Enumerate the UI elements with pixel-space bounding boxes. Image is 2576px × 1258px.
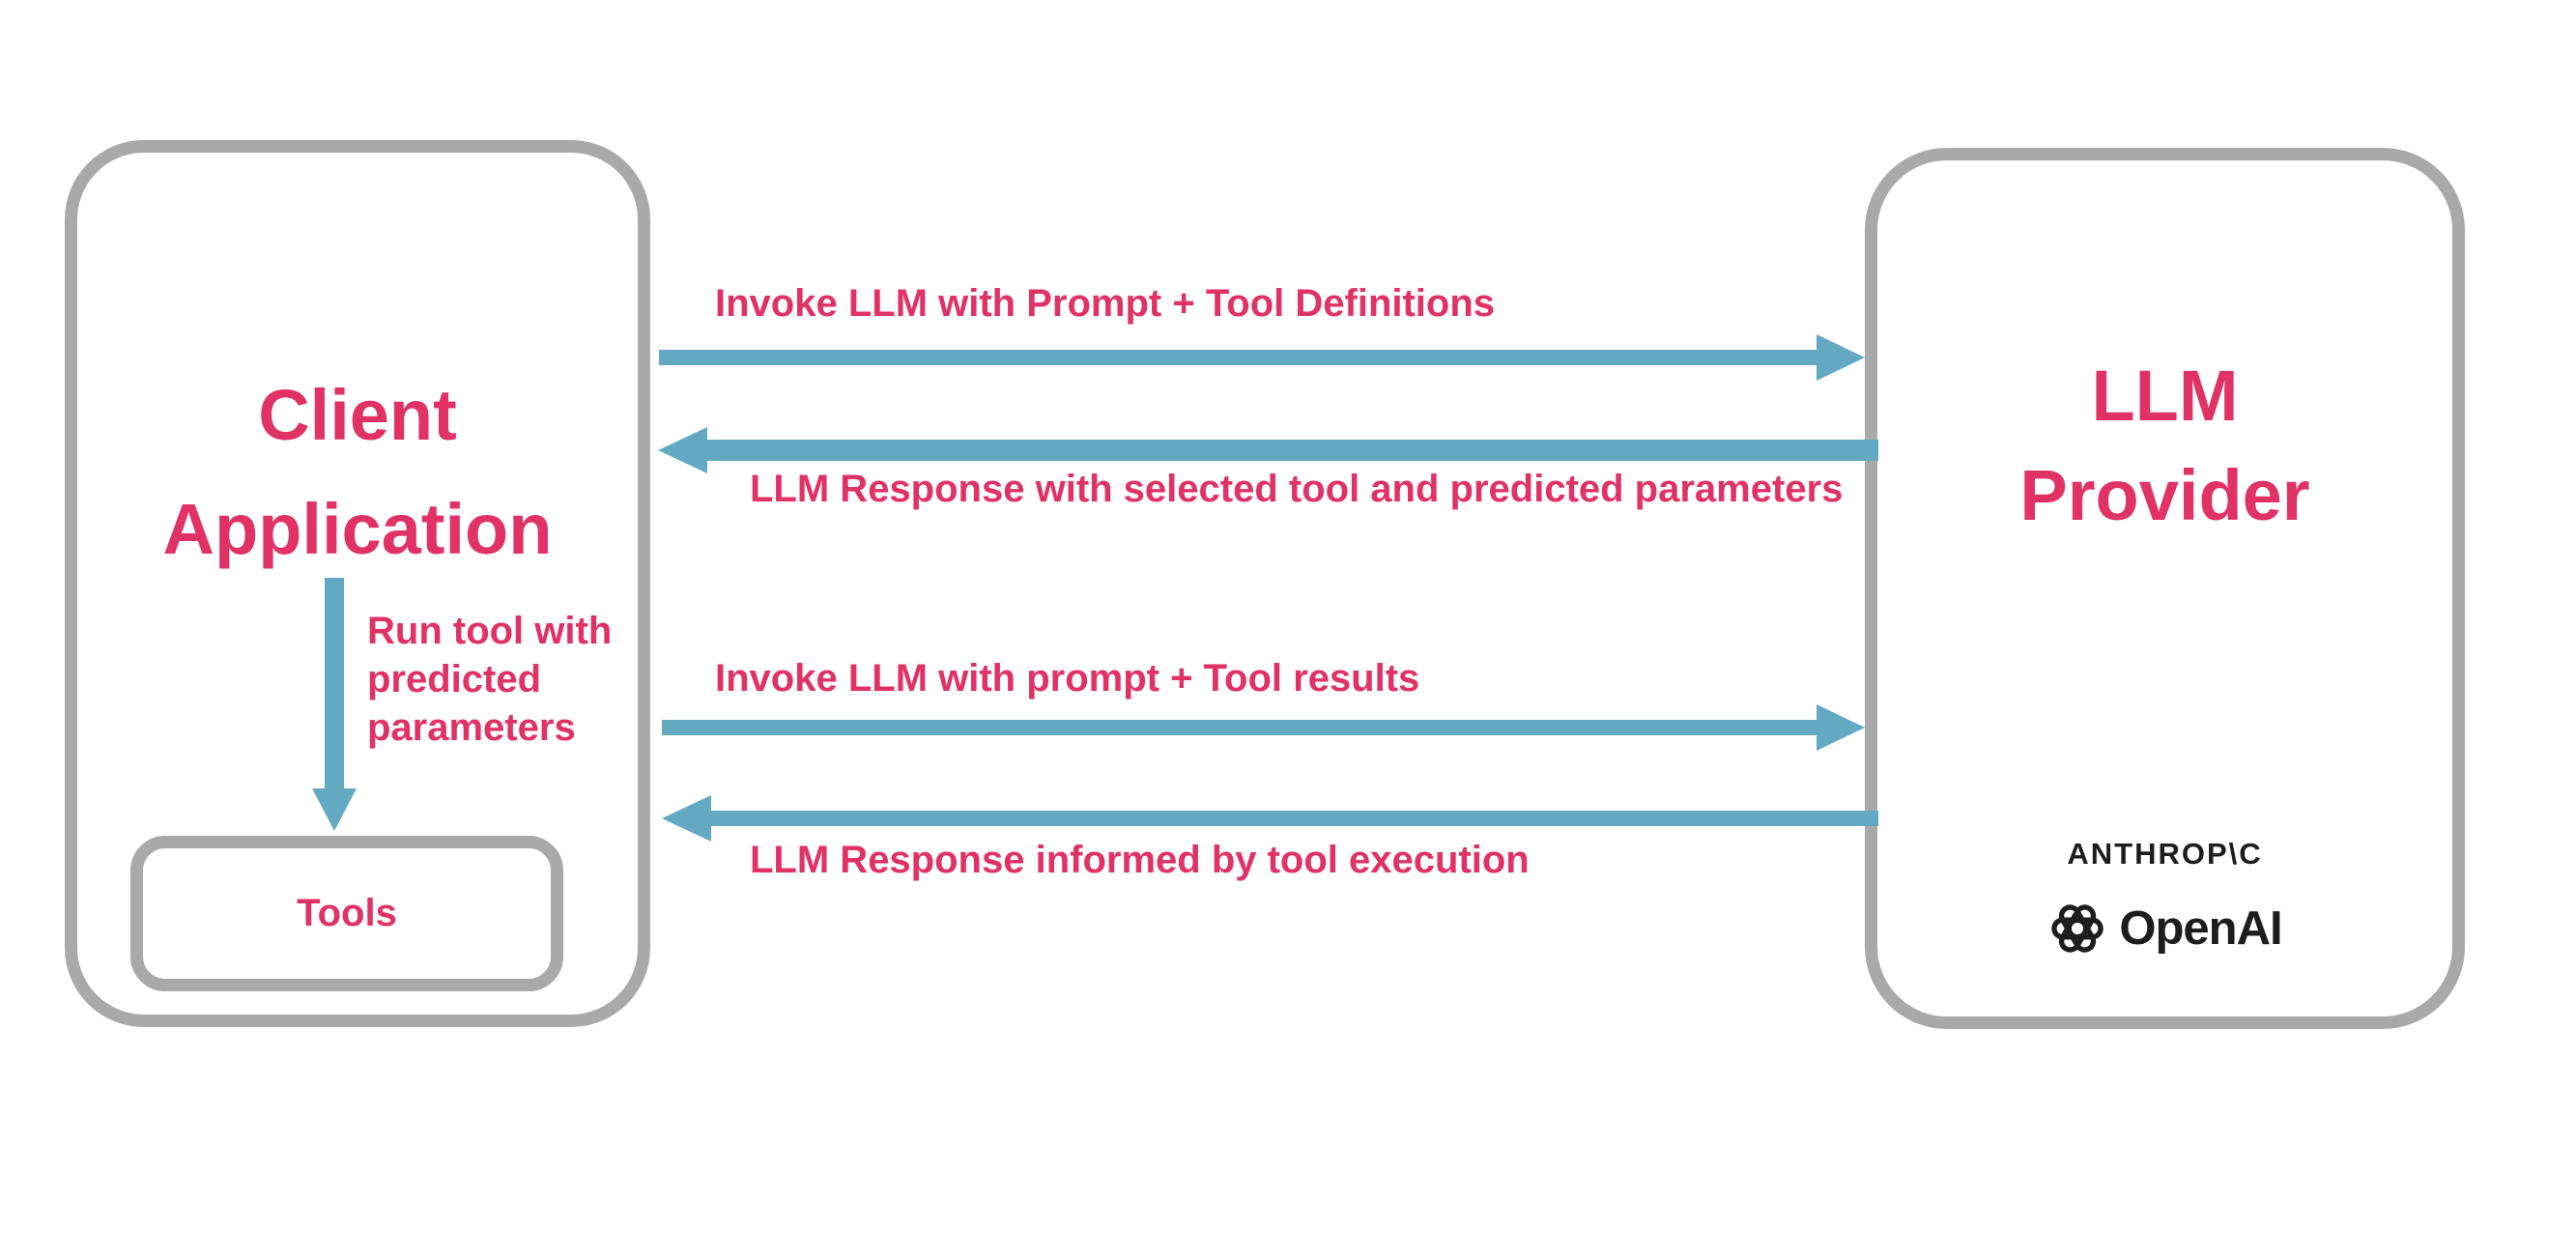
llm-provider-title: LLM Provider	[2019, 356, 2310, 535]
arrow-right-icon	[1817, 334, 1865, 381]
run-tool-arrow-label: Run tool with predicted parameters	[367, 610, 613, 749]
run-tool-arrow	[325, 578, 344, 790]
llm-provider-box	[1865, 148, 2465, 1029]
anthropic-logo: ANTHROP\C	[2067, 837, 2263, 871]
message-label-invoke-prompt-tool-definitions: Invoke LLM with Prompt + Tool Definition…	[715, 282, 1496, 325]
message-arrow-left-2	[706, 440, 1878, 461]
message-label-invoke-prompt-tool-results: Invoke LLM with prompt + Tool results	[715, 657, 1420, 700]
message-arrow-left-4	[710, 811, 1878, 826]
message-label-response-selected-tool: LLM Response with selected tool and pred…	[750, 468, 1844, 510]
message-arrow-right-1	[659, 350, 1817, 365]
openai-logo: OpenAI	[1865, 899, 2465, 958]
arrow-left-icon	[662, 795, 711, 842]
message-arrow-right-3	[662, 720, 1817, 735]
tools-box: Tools	[130, 836, 563, 991]
openai-wordmark: OpenAI	[2119, 902, 2282, 955]
arrow-left-icon	[658, 427, 707, 473]
tools-label: Tools	[297, 892, 397, 934]
run-tool-arrow-down-icon	[312, 788, 357, 831]
client-application-box	[65, 140, 650, 1027]
client-application-title: Client Application	[162, 375, 553, 569]
openai-blossom-icon	[2051, 904, 2104, 953]
message-label-response-tool-execution: LLM Response informed by tool execution	[750, 839, 1530, 881]
arrow-right-icon	[1817, 704, 1865, 751]
